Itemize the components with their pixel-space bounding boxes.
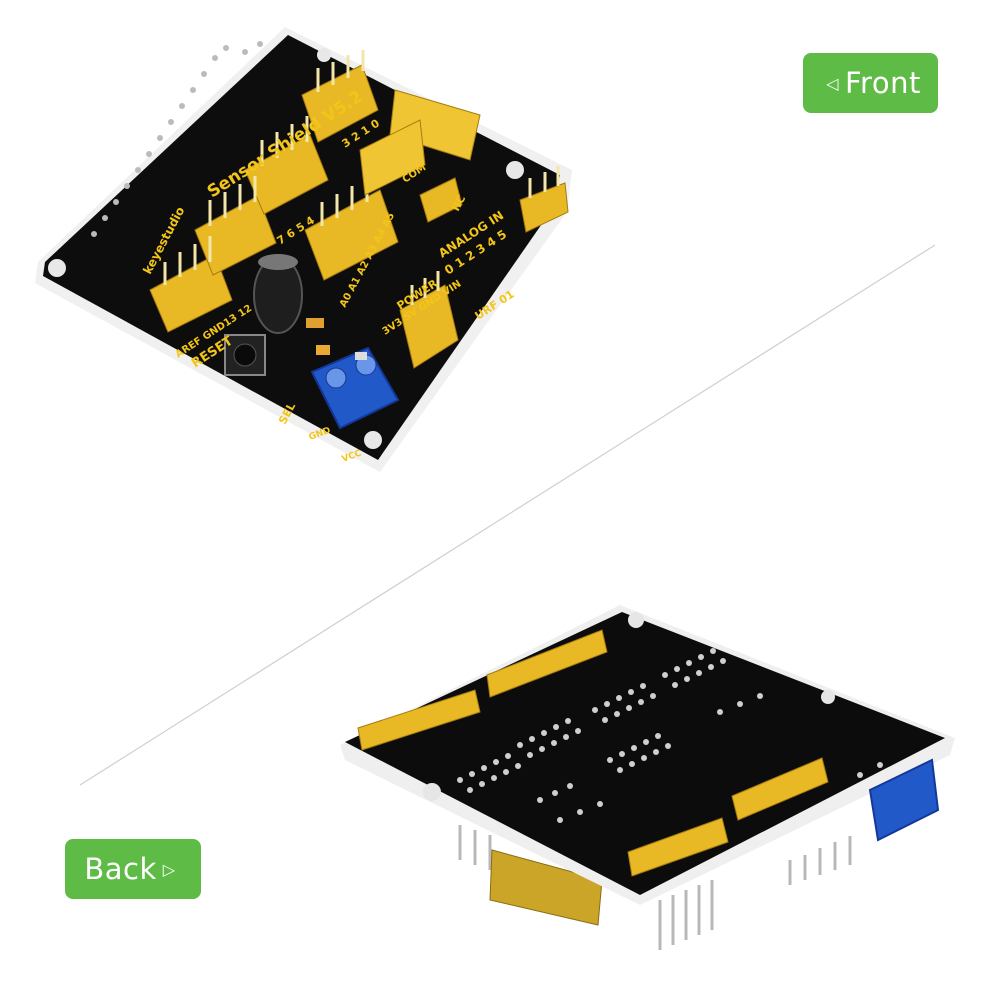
back-mount-hole [423, 783, 441, 801]
front-reset-button [224, 334, 266, 376]
back-front-header-a [627, 774, 729, 877]
front-mount-hole [48, 259, 66, 277]
back-bottom-pins [458, 825, 852, 950]
front-female-header [359, 119, 426, 196]
front-label-button: ◁ Front [803, 53, 938, 113]
back-solder-pads [457, 648, 883, 823]
front-female-header [389, 89, 481, 161]
front-smd-component [316, 345, 330, 355]
back-front-header-b [731, 715, 829, 821]
diagonal-divider-line [79, 244, 936, 786]
front-mount-hole [364, 431, 382, 449]
back-top-header-left [357, 648, 481, 751]
front-smd-component [306, 318, 324, 328]
back-blue-terminal [868, 758, 940, 842]
back-label-button: Back ▷ [65, 839, 201, 899]
back-mount-hole [821, 690, 835, 704]
back-underside-header [489, 849, 603, 926]
front-mount-hole [506, 161, 524, 179]
triangle-left-icon: ◁ [826, 73, 839, 93]
front-capacitor-top [258, 254, 298, 270]
front-header-pins [163, 50, 560, 305]
back-mount-hole [628, 612, 644, 628]
front-label-text: Front [844, 66, 921, 100]
front-mount-hole [317, 48, 331, 62]
front-edge-pads [91, 41, 263, 237]
front-reset-button-cap [233, 343, 257, 367]
back-label-text: Back [84, 852, 157, 886]
front-board: Sensor Shield V5.2 keyestudio AREF GND13… [35, 27, 572, 472]
triangle-right-icon: ▷ [162, 859, 176, 879]
front-blue-terminal [310, 346, 400, 430]
front-pin-headers [149, 64, 569, 369]
back-top-header-right [486, 588, 608, 698]
front-smd-component [355, 352, 367, 360]
back-board [340, 588, 955, 950]
